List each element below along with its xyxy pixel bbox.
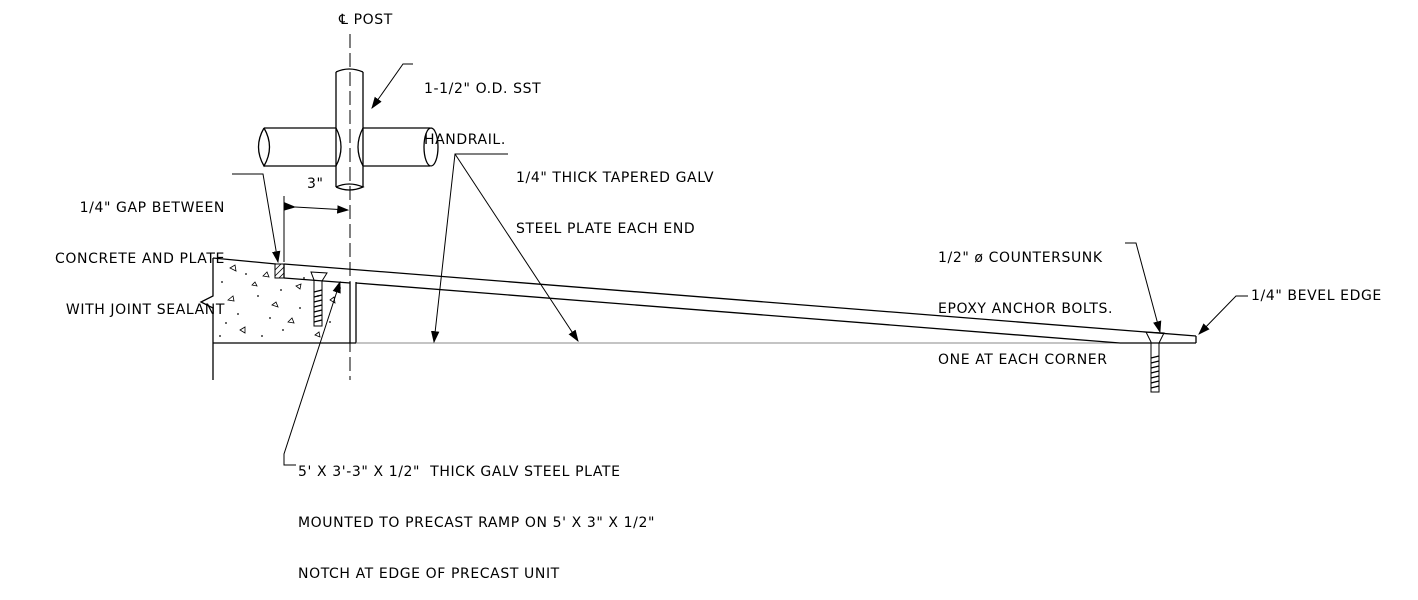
tapered-plate-leader-2 [454, 153, 579, 343]
handrail-right-end [423, 127, 439, 167]
handrail-post [257, 34, 439, 380]
gap-label-line-3: WITH JOINT SEALANT [65, 302, 225, 318]
anchor-bolt-left [310, 271, 328, 327]
steel-plate-label-line-2: MOUNTED TO PRECAST RAMP ON 5' X 3" X 1/2… [298, 515, 656, 531]
tapered-plate-label-line-2: STEEL PLATE EACH END [516, 221, 696, 237]
post-centerline-label: ℄ POST [339, 12, 393, 28]
steel-plate [283, 263, 1197, 344]
tapered-plate-label: 1/4" THICK TAPERED GALV STEEL PLATE EACH… [516, 136, 714, 255]
tapered-plate-leader-1 [431, 153, 508, 344]
steel-plate-label-line-3: NOTCH AT EDGE OF PRECAST UNIT [298, 566, 560, 582]
handrail-left [264, 127, 336, 167]
dimension-3in [283, 196, 350, 262]
post [335, 72, 364, 187]
handrail-right [363, 127, 430, 167]
anchor-bolts-label-line-3: ONE AT EACH CORNER [938, 352, 1108, 368]
plate-top-edge [283, 263, 1197, 337]
steel-plate-label-line-1: 5' X 3'-3" X 1/2" THICK GALV STEEL PLATE [298, 464, 621, 480]
leader-lines [232, 63, 1248, 466]
gap-label: 1/4" GAP BETWEEN CONCRETE AND PLATE WITH… [20, 166, 225, 336]
gap-label-line-2: CONCRETE AND PLATE [55, 251, 225, 267]
bevel-edge-label: 1/4" BEVEL EDGE [1251, 288, 1382, 304]
steel-plate-leader [283, 280, 341, 466]
tapered-plate-label-line-1: 1/4" THICK TAPERED GALV [516, 170, 715, 186]
concrete-top-edge [212, 257, 277, 265]
steel-plate-label: 5' X 3'-3" X 1/2" THICK GALV STEEL PLATE… [298, 430, 655, 600]
gap-label-line-1: 1/4" GAP BETWEEN [79, 200, 225, 216]
anchor-bolt-right [1145, 331, 1165, 393]
handrail-leader [371, 63, 413, 109]
ramp-plate-detail-drawing [199, 34, 1248, 466]
handrail-label-line-2: HANDRAIL. [424, 132, 506, 148]
anchor-bolts-label-line-2: EPOXY ANCHOR BOLTS. [938, 301, 1114, 317]
handrail-left-cut [257, 127, 271, 168]
gap-leader [232, 173, 281, 264]
bevel-leader [1198, 295, 1248, 335]
break-line-symbol [199, 258, 214, 380]
anchor-bolts-label: 1/2" ø COUNTERSUNK EPOXY ANCHOR BOLTS. O… [938, 216, 1113, 386]
handrail-label: 1-1/2" O.D. SST HANDRAIL. [424, 47, 541, 166]
bolt-leader [1125, 242, 1162, 334]
concrete-aggregate-dots [219, 273, 341, 337]
anchor-bolts-label-line-1: 1/2" ø COUNTERSUNK [938, 250, 1103, 266]
dimension-label: 3" [307, 176, 324, 192]
sealant-hatch [274, 263, 285, 279]
handrail-label-line-1: 1-1/2" O.D. SST [424, 81, 542, 97]
tapered-plate-bottom [355, 282, 1121, 344]
